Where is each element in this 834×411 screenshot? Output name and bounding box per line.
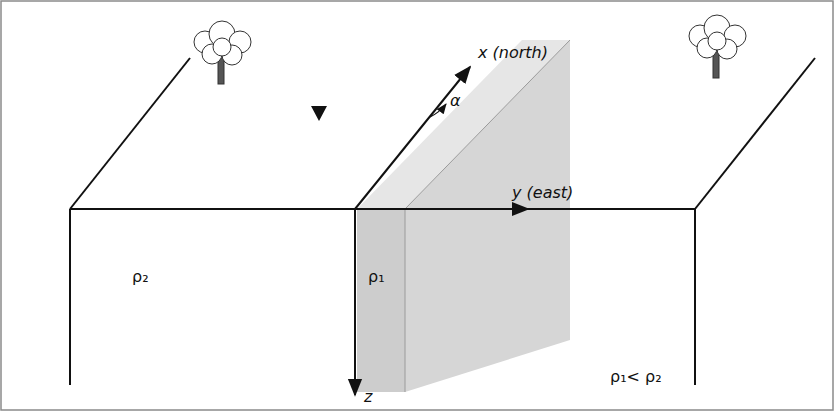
resistivity-label: ρ₂ (132, 268, 149, 286)
angle-label: α (450, 92, 461, 110)
axis-label: x (north) (478, 44, 548, 62)
axis-label: y (east) (512, 184, 573, 202)
resistivity-note: ρ₁< ρ₂ (610, 368, 662, 386)
axis-label: z (364, 388, 372, 406)
resistivity-label: ρ₁ (368, 268, 385, 286)
